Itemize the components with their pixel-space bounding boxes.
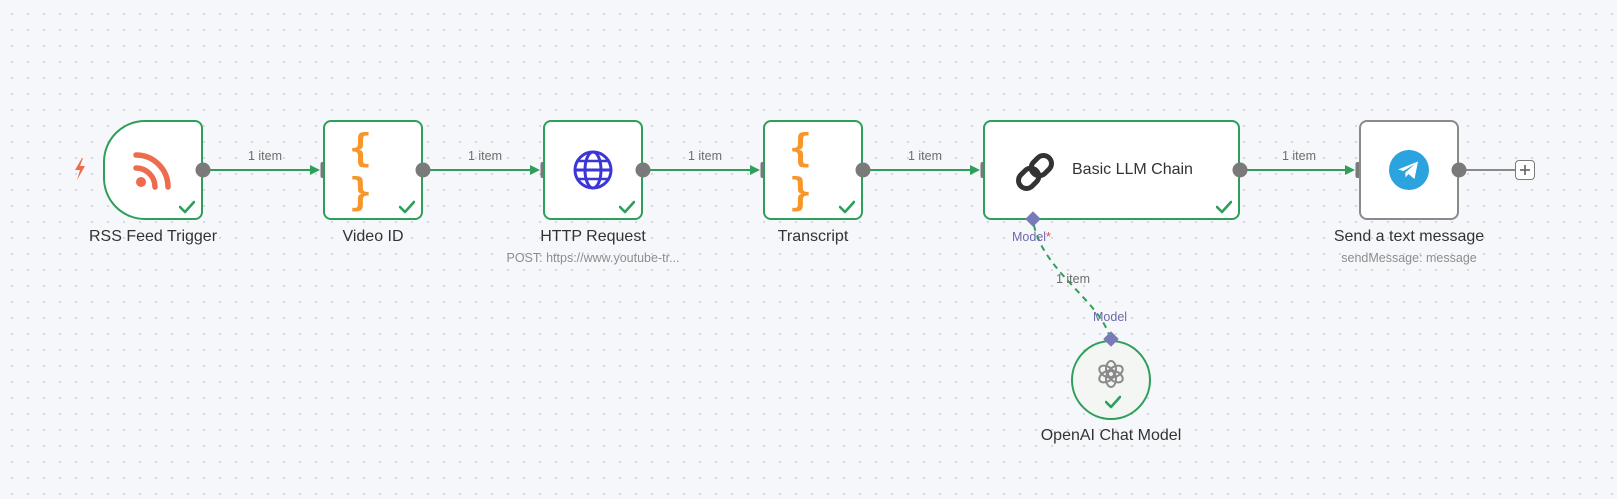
- node-sublabel-telegram: sendMessage: message: [1341, 251, 1477, 265]
- chain-link-icon: [1013, 150, 1057, 199]
- rss-icon: [133, 150, 173, 190]
- node-label-transcript: Transcript: [777, 228, 849, 245]
- telegram-icon: [1389, 150, 1429, 190]
- success-check-icon: [399, 200, 415, 214]
- success-check-icon: [1105, 395, 1121, 409]
- node-send-text-message[interactable]: [1359, 120, 1459, 220]
- code-braces-icon: { }: [789, 126, 812, 214]
- required-marker: *: [1046, 230, 1051, 244]
- output-handle-videoid[interactable]: [415, 162, 431, 178]
- trigger-bolt-icon: [75, 158, 85, 180]
- edge-label-llm-telegram: 1 item: [1281, 149, 1317, 163]
- node-rss-feed-trigger[interactable]: [103, 120, 203, 220]
- edge-label-transcript-llm: 1 item: [907, 149, 943, 163]
- port-label-llm-model: Model*: [1012, 230, 1051, 244]
- edge-label-http-transcript: 1 item: [687, 149, 723, 163]
- port-label-openai-model: Model: [1093, 310, 1128, 324]
- node-http-request[interactable]: [543, 120, 643, 220]
- node-basic-llm-chain[interactable]: Basic LLM Chain: [983, 120, 1240, 220]
- connection-openai-to-llm[interactable]: [1032, 219, 1111, 339]
- node-label-rss: RSS Feed Trigger: [88, 228, 218, 245]
- success-check-icon: [839, 200, 855, 214]
- success-check-icon: [1216, 200, 1232, 214]
- output-handle-telegram[interactable]: [1451, 162, 1467, 178]
- node-transcript[interactable]: { }: [763, 120, 863, 220]
- edge-label-videoid-http: 1 item: [467, 149, 503, 163]
- node-video-id[interactable]: { }: [323, 120, 423, 220]
- node-label-telegram: Send a text message: [1333, 228, 1485, 245]
- output-handle-rss[interactable]: [195, 162, 211, 178]
- add-node-button[interactable]: [1515, 160, 1535, 180]
- node-sublabel-http: POST: https://www.youtube-tr...: [506, 251, 680, 265]
- output-handle-llm[interactable]: [1232, 162, 1248, 178]
- code-braces-icon: { }: [349, 126, 372, 214]
- node-label-llm: Basic LLM Chain: [1072, 161, 1193, 178]
- success-check-icon: [179, 200, 195, 214]
- node-label-openai: OpenAI Chat Model: [1040, 427, 1182, 444]
- node-label-videoid: Video ID: [342, 228, 404, 245]
- node-label-http: HTTP Request: [540, 228, 646, 245]
- node-openai-chat-model[interactable]: [1071, 340, 1151, 420]
- edge-label-rss-videoid: 1 item: [247, 149, 283, 163]
- output-handle-transcript[interactable]: [855, 162, 871, 178]
- globe-icon: [572, 149, 614, 191]
- edge-label-openai-llm: 1 item: [1055, 272, 1091, 286]
- output-handle-http[interactable]: [635, 162, 651, 178]
- plus-icon: [1520, 165, 1530, 175]
- openai-icon: [1095, 358, 1127, 390]
- success-check-icon: [619, 200, 635, 214]
